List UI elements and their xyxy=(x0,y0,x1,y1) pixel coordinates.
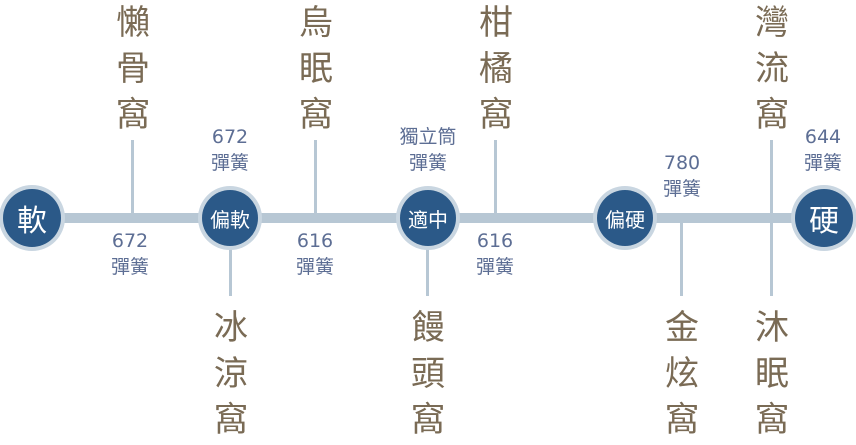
product-label-top-2: 烏眠窩 xyxy=(299,3,333,135)
firmness-node-medium: 適中 xyxy=(400,190,456,246)
spring-label-4: 獨立筒 彈簧 xyxy=(368,124,488,176)
spring-label-7-line2: 彈簧 xyxy=(803,152,842,174)
spring-label-6: 780 彈簧 xyxy=(622,150,742,202)
spring-label-6-line2: 彈簧 xyxy=(662,178,701,200)
connector-bottom-1 xyxy=(229,218,232,296)
product-label-bottom-1: 冰涼窩 xyxy=(214,308,248,440)
spring-label-7-line1: 644 xyxy=(804,126,842,148)
spring-label-3-line1: 616 xyxy=(296,230,334,252)
firmness-node-medium-firm: 偏硬 xyxy=(597,190,653,246)
spring-label-5: 616 彈簧 xyxy=(435,228,555,280)
connector-bottom-2 xyxy=(426,218,429,296)
spring-label-4-line2: 彈簧 xyxy=(408,152,447,174)
connector-top-2 xyxy=(314,140,317,218)
connector-top-4 xyxy=(770,140,773,218)
spring-label-3: 616 彈簧 xyxy=(255,228,375,280)
product-label-bottom-4: 沐眠窩 xyxy=(755,308,789,440)
connector-top-1 xyxy=(131,140,134,218)
spring-label-2-line1: 672 xyxy=(211,126,249,148)
firmness-node-firm: 硬 xyxy=(795,189,853,247)
spring-label-1-line2: 彈簧 xyxy=(110,256,149,278)
spring-label-2-line2: 彈簧 xyxy=(210,152,249,174)
product-label-bottom-3: 金炫窩 xyxy=(665,308,699,440)
spring-label-5-line1: 616 xyxy=(476,230,514,252)
spring-label-4-line1: 獨立筒 xyxy=(399,126,457,148)
spring-label-1-line1: 672 xyxy=(111,230,149,252)
spring-label-7: 644 彈簧 xyxy=(763,124,856,176)
product-label-top-4: 灣流窩 xyxy=(755,3,789,135)
connector-top-3 xyxy=(494,140,497,218)
spring-label-2: 672 彈簧 xyxy=(170,124,290,176)
spring-label-1: 672 彈簧 xyxy=(70,228,190,280)
spring-label-5-line2: 彈簧 xyxy=(475,256,514,278)
product-label-top-1: 懶骨窩 xyxy=(116,3,150,135)
product-label-top-3: 柑橘窩 xyxy=(479,3,513,135)
spring-label-6-line1: 780 xyxy=(663,152,701,174)
spring-label-3-line2: 彈簧 xyxy=(295,256,334,278)
connector-bottom-3 xyxy=(680,218,683,296)
firmness-node-medium-soft: 偏軟 xyxy=(202,190,258,246)
product-label-bottom-2: 饅頭窩 xyxy=(411,308,445,440)
connector-bottom-4 xyxy=(770,218,773,296)
firmness-node-soft: 軟 xyxy=(3,189,61,247)
